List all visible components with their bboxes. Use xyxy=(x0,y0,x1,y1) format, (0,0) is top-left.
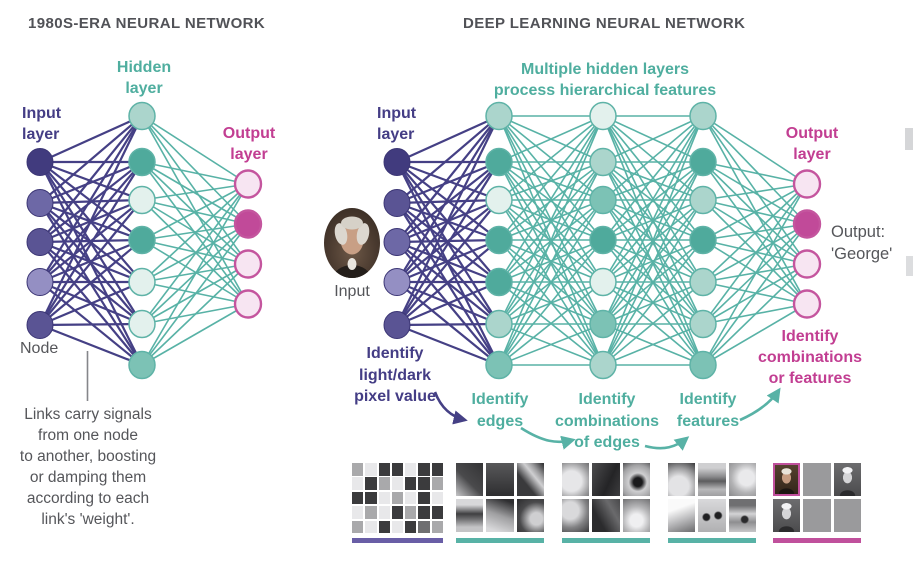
weights-caption: Links carry signals from one node to ano… xyxy=(19,406,157,528)
edge-tile xyxy=(516,463,544,496)
generated-network-nodes-and-edges xyxy=(26,101,822,380)
arrow-combinations-to-features xyxy=(644,436,690,451)
panel-underline xyxy=(562,538,650,543)
edge-combination-tiles xyxy=(562,463,650,532)
left-network-title: 1980S-ERA NEURAL NETWORK xyxy=(28,15,266,32)
arrow-edges-to-combinations xyxy=(520,426,576,450)
portrait-tile xyxy=(833,463,861,496)
combo-tile-eye xyxy=(622,463,650,496)
portrait-tile xyxy=(803,463,831,496)
edge-tile xyxy=(456,463,484,496)
panel-underline xyxy=(773,538,861,543)
feature-tile-forehead xyxy=(668,463,696,496)
left-output-layer-label: Output layer xyxy=(222,125,276,163)
feature-tile-eye-brow xyxy=(728,499,756,532)
step-edge-combinations-label: Identify combinations of edges xyxy=(554,391,660,451)
portrait-tile-george-selected xyxy=(773,463,801,496)
panel-features xyxy=(668,463,756,543)
edge-tile xyxy=(516,499,544,532)
feature-tile-chin xyxy=(668,499,696,532)
feature-tiles xyxy=(668,463,756,532)
portrait-tile xyxy=(773,499,801,532)
left-hidden-layer-label: Hidden layer xyxy=(116,59,172,97)
node-label: Node xyxy=(20,340,59,357)
combo-tile xyxy=(592,463,620,496)
panel-pixel-grid xyxy=(352,463,443,543)
edge-tiles xyxy=(456,463,544,532)
panel-underline xyxy=(668,538,756,543)
step-edges-label: Identify edges xyxy=(471,391,529,430)
step-pixel-value-label: Identify light/dark pixel value xyxy=(354,345,436,405)
portrait-tiles xyxy=(773,463,861,532)
edge-tile xyxy=(456,499,484,532)
edge-artifact xyxy=(905,128,913,150)
portrait-tile xyxy=(833,499,861,532)
panel-edges xyxy=(456,463,544,543)
edge-tile xyxy=(486,499,514,532)
combo-tile xyxy=(592,499,620,532)
feature-tile-nose xyxy=(728,463,756,496)
left-input-layer-label: Input layer xyxy=(22,105,62,143)
pixel-grid xyxy=(352,463,443,534)
step-features-label: Identify features xyxy=(676,391,740,430)
combo-tile-nose xyxy=(622,499,650,532)
right-hidden-layers-label: Multiple hidden layers process hierarchi… xyxy=(493,61,717,99)
arrow-pixel-to-edges xyxy=(433,391,468,425)
output-george-caption: Output: 'George' xyxy=(831,223,893,263)
combo-tile xyxy=(562,499,590,532)
panel-underline xyxy=(352,538,443,543)
feature-tile-lips xyxy=(698,463,726,496)
edge-tile xyxy=(486,463,514,496)
arrow-features-to-output-combinations xyxy=(739,387,781,422)
panel-underline xyxy=(456,538,544,543)
panel-portraits xyxy=(773,463,861,543)
combo-tile xyxy=(562,463,590,496)
right-input-layer-label: Input layer xyxy=(377,105,417,143)
edge-artifact xyxy=(906,256,913,276)
feature-tile-eyes xyxy=(698,499,726,532)
right-network-title: DEEP LEARNING NEURAL NETWORK xyxy=(463,15,746,32)
right-output-layer-label: Output layer xyxy=(785,125,839,163)
input-caption: Input xyxy=(334,283,370,300)
portrait-tile xyxy=(803,499,831,532)
panel-edge-combinations xyxy=(562,463,650,543)
george-washington-portrait xyxy=(324,208,380,278)
step-output-combinations-label: Identify combinations or features xyxy=(757,328,863,387)
